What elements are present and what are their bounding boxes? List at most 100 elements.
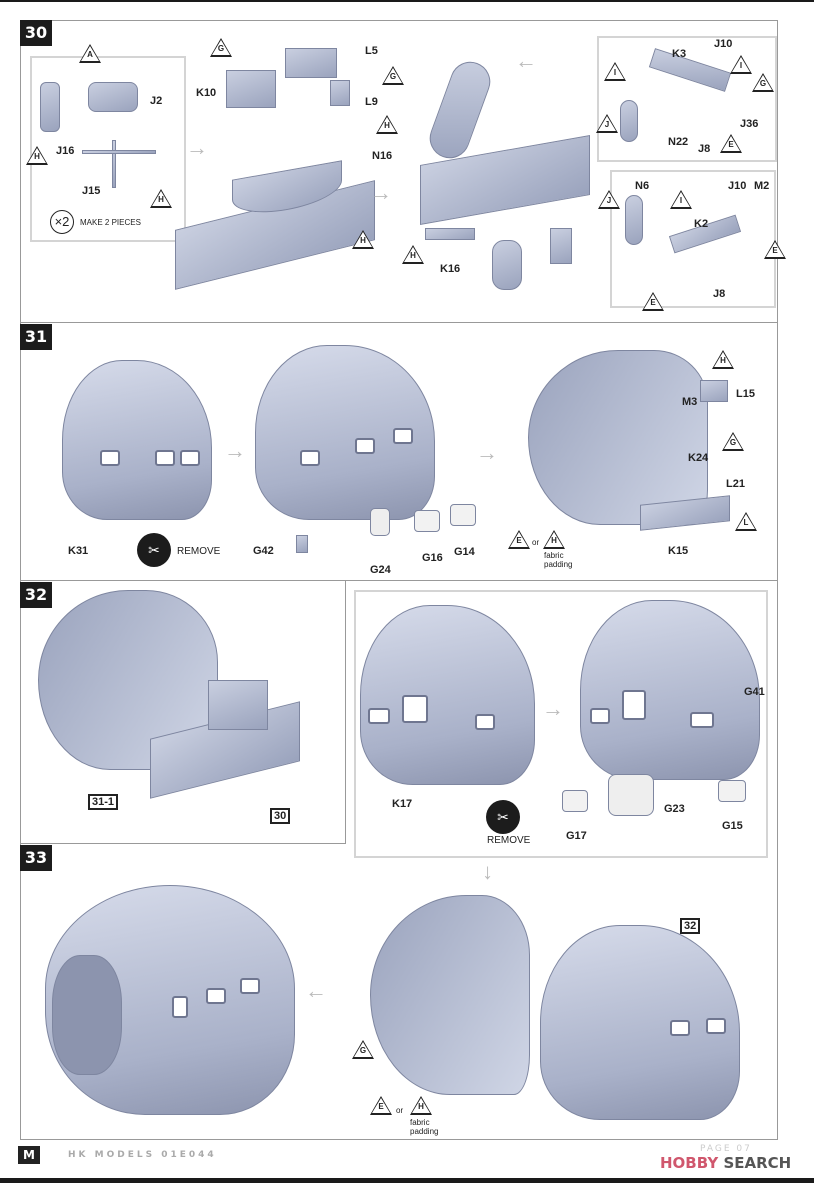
divider <box>20 580 778 581</box>
marker-letter: H <box>360 236 366 245</box>
part-label: J10 <box>728 180 747 192</box>
step-number: 33 <box>20 845 52 871</box>
marker-letter: I <box>679 196 683 205</box>
l9-part <box>330 80 350 106</box>
g24-part <box>370 508 390 536</box>
fabric-padding-note: fabric padding <box>544 551 573 569</box>
color-marker: H <box>543 530 565 549</box>
backrest-part <box>40 82 60 132</box>
part-label: J36 <box>740 118 759 130</box>
arrow-icon: → <box>479 862 504 884</box>
part-label: K24 <box>688 452 709 464</box>
fabric-padding-note: fabric padding <box>410 1118 439 1136</box>
marker-letter: I <box>613 68 617 77</box>
part-label: N6 <box>635 180 650 192</box>
window <box>690 712 714 728</box>
chair-base-part <box>112 140 116 188</box>
turret-assembly <box>208 680 268 730</box>
part-label: G15 <box>722 820 743 832</box>
color-marker: H <box>376 115 398 134</box>
l15-part <box>700 380 728 402</box>
color-marker: E <box>720 134 742 153</box>
fuselage-half-k31 <box>62 360 212 520</box>
marker-letter: G <box>759 79 767 88</box>
part-label: J2 <box>150 95 163 107</box>
window <box>155 450 175 466</box>
marker-letter: I <box>739 61 743 70</box>
marker-letter: H <box>384 121 390 130</box>
k10-part <box>226 70 276 108</box>
divider <box>20 843 346 844</box>
marker-letter: E <box>516 536 522 545</box>
g42-part <box>296 535 308 553</box>
remove-note: REMOVE <box>177 546 221 557</box>
footer-brand: HK MODELS 01E044 <box>68 1150 217 1160</box>
g23-part <box>608 774 654 816</box>
window <box>180 450 200 466</box>
marker-letter: E <box>728 140 734 149</box>
g17-part <box>562 790 588 812</box>
hobby-search-watermark: HOBBY SEARCH <box>660 1154 792 1172</box>
color-marker: J <box>596 114 618 133</box>
part-label: G42 <box>253 545 274 557</box>
window <box>393 428 413 444</box>
part-label: N22 <box>668 136 689 148</box>
page-number: PAGE 07 <box>700 1144 752 1154</box>
or-text: or <box>396 1106 404 1115</box>
part-label: J16 <box>56 145 75 157</box>
marker-letter: G <box>359 1046 367 1055</box>
window <box>590 708 610 724</box>
part-label: K2 <box>694 218 709 230</box>
fuselage-half <box>580 600 760 780</box>
window <box>670 1020 690 1036</box>
chute-part <box>492 240 522 290</box>
color-marker: E <box>642 292 664 311</box>
fuselage-interior <box>528 350 708 525</box>
fuselage-half-k17 <box>360 605 535 785</box>
part-label: L15 <box>736 388 755 400</box>
part-label: K10 <box>196 87 217 99</box>
step-number: 32 <box>20 582 52 608</box>
color-marker: I <box>730 55 752 74</box>
part-label: G23 <box>664 803 685 815</box>
part-label: G16 <box>422 552 443 564</box>
window <box>402 695 428 723</box>
arrow-icon: → <box>186 135 208 160</box>
gun-subassembly-box-upper <box>597 36 777 162</box>
step-reference: 30 <box>270 808 291 824</box>
top-border <box>0 0 814 2</box>
color-marker: G <box>352 1040 374 1059</box>
window <box>622 690 646 720</box>
marker-letter: H <box>410 251 416 260</box>
part-label: M2 <box>754 180 770 192</box>
color-marker: H <box>410 1096 432 1115</box>
marker-letter: L <box>743 518 749 527</box>
color-marker: H <box>150 189 172 208</box>
n22-part <box>620 100 638 142</box>
part-label: G41 <box>744 686 765 698</box>
part-label: G14 <box>454 546 475 558</box>
marker-letter: J <box>606 196 612 205</box>
part-label: M3 <box>682 396 698 408</box>
step-number: 30 <box>20 20 52 46</box>
fuselage-half-interior <box>370 895 530 1095</box>
g16-part <box>414 510 440 532</box>
n6-part <box>625 195 643 245</box>
part-label: L9 <box>365 96 378 108</box>
gun-part <box>550 228 572 264</box>
part-label: L5 <box>365 45 378 57</box>
window <box>300 450 320 466</box>
or-text: or <box>532 538 540 547</box>
window <box>368 708 390 724</box>
color-marker: H <box>402 245 424 264</box>
quantity-badge: ×2 <box>50 210 74 234</box>
color-marker: H <box>26 146 48 165</box>
g14-part <box>450 504 476 526</box>
color-marker: J <box>598 190 620 209</box>
part-label: J8 <box>698 143 711 155</box>
chair-legs-part <box>82 150 156 154</box>
color-marker: E <box>508 530 530 549</box>
marker-letter: H <box>34 152 40 161</box>
color-marker: L <box>735 512 757 531</box>
part-label: K16 <box>440 263 461 275</box>
